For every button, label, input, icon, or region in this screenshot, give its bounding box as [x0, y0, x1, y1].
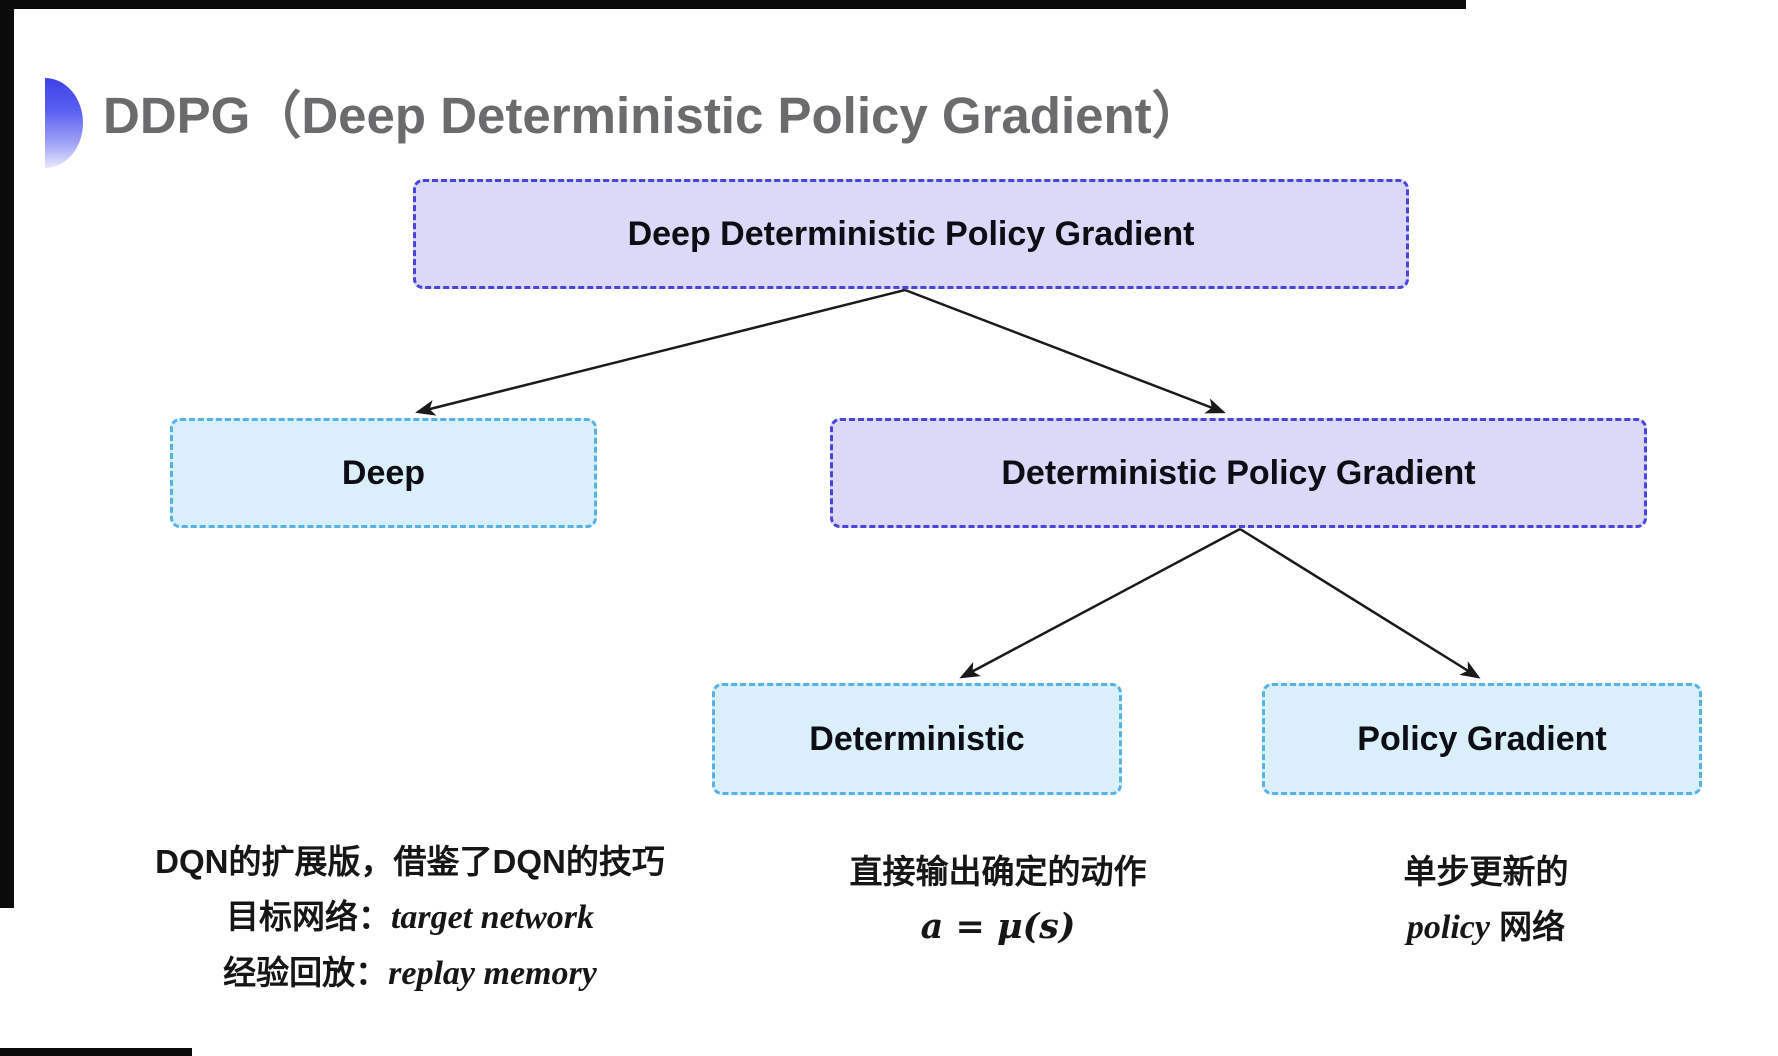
node-label: Deep — [341, 453, 426, 492]
note-value-replay-memory: replay memory — [388, 955, 597, 992]
page-title: DDPG（Deep Deterministic Policy Gradient） — [103, 87, 1203, 144]
note-label-replay-memory: 经验回放： — [223, 954, 389, 991]
node-deep-deterministic-policy-gradient: Deep Deterministic Policy Gradient — [413, 179, 1409, 289]
node-deterministic-policy-gradient: Deterministic Policy Gradient — [830, 418, 1647, 528]
note-label-target-network: 目标网络： — [225, 898, 391, 935]
note-line: 单步更新的 — [1403, 853, 1569, 890]
note-line: 目标网络：target network — [108, 895, 712, 940]
letterbox-top-bar — [0, 0, 1466, 9]
note-line: policy 网络 — [1330, 905, 1642, 950]
letterbox-bottom-bar — [0, 1048, 192, 1056]
note-formula: a = μ(s) — [920, 906, 1076, 947]
arrow-root-to-deep — [415, 288, 906, 416]
node-deterministic: Deterministic — [712, 683, 1122, 795]
note-value-target-network: target network — [390, 899, 595, 936]
node-label: Deep Deterministic Policy Gradient — [627, 214, 1195, 253]
note-policy-word: policy — [1406, 909, 1490, 946]
note-network-word: 网络 — [1489, 908, 1566, 945]
note-line: 直接输出确定的动作 — [849, 853, 1147, 890]
node-label: Policy Gradient — [1357, 719, 1607, 758]
arrow-root-to-dpg — [904, 288, 1226, 414]
note-line: 经验回放：replay memory — [108, 951, 712, 996]
node-label: Deterministic Policy Gradient — [1001, 453, 1476, 492]
node-label: Deterministic — [809, 719, 1025, 758]
arrow-dpg-to-policy-gradient — [1239, 527, 1481, 679]
note-deterministic: 直接输出确定的动作 a = μ(s) — [795, 850, 1201, 949]
letterbox-left-bar — [0, 0, 14, 908]
note-line: DQN的扩展版，借鉴了DQN的技巧 — [155, 843, 665, 880]
arrow-dpg-to-deterministic — [959, 527, 1241, 679]
note-policy-gradient: 单步更新的 policy 网络 — [1330, 850, 1642, 950]
half-circle-icon — [45, 78, 83, 168]
node-policy-gradient: Policy Gradient — [1262, 683, 1702, 795]
note-deep-dqn: DQN的扩展版，借鉴了DQN的技巧 目标网络：target network 经验… — [108, 840, 712, 996]
node-deep: Deep — [170, 418, 597, 528]
